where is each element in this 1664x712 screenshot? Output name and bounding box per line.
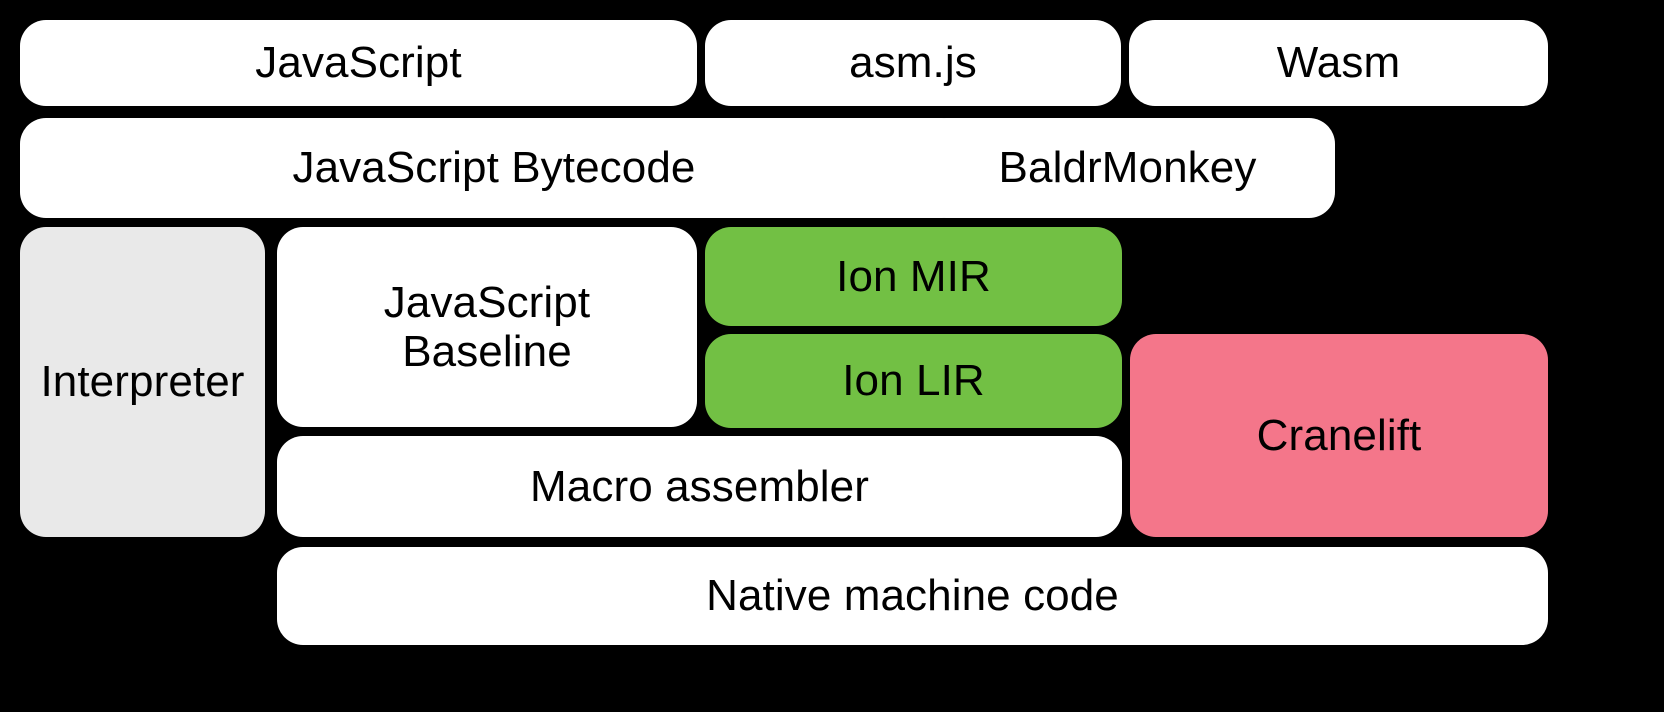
- node-javascript-baseline[interactable]: JavaScript Baseline: [277, 227, 697, 427]
- node-ion-lir[interactable]: Ion LIR: [705, 334, 1122, 428]
- node-baldrmonkey[interactable]: BaldrMonkey: [920, 118, 1335, 218]
- node-cranelift[interactable]: Cranelift: [1130, 334, 1548, 537]
- node-ion-mir[interactable]: Ion MIR: [705, 227, 1122, 326]
- node-javascript-bytecode[interactable]: JavaScript Bytecode: [20, 118, 968, 218]
- node-interpreter[interactable]: Interpreter: [20, 227, 265, 537]
- node-wasm[interactable]: Wasm: [1129, 20, 1548, 106]
- node-javascript[interactable]: JavaScript: [20, 20, 697, 106]
- node-native-machine-code[interactable]: Native machine code: [277, 547, 1548, 645]
- node-asm-js[interactable]: asm.js: [705, 20, 1121, 106]
- node-macro-assembler[interactable]: Macro assembler: [277, 436, 1122, 537]
